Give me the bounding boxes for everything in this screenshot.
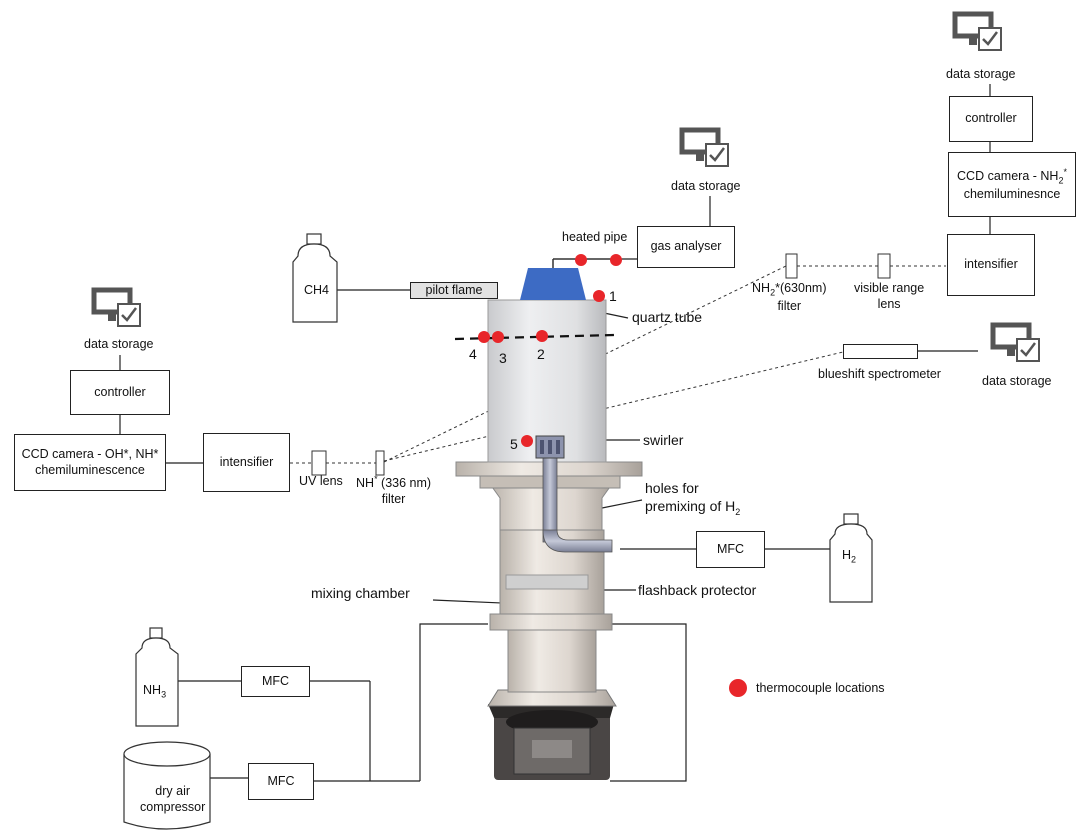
uv-lens [311, 450, 327, 476]
thermocouple-5 [521, 435, 533, 447]
ch4-label: CH4 [304, 283, 330, 297]
ccd-oh-line2: chemiluminescence [35, 462, 145, 477]
monitor-check-icon [952, 11, 1002, 51]
ccd-nh2-line2: chemiluminesnce [963, 186, 1061, 201]
intensifier-box-right: intensifier [947, 234, 1035, 296]
controller-box-right: controller [949, 96, 1033, 142]
data-storage-label-gas: data storage [671, 179, 741, 193]
tc-number-2: 2 [537, 346, 545, 362]
ch4-cylinder [292, 233, 338, 323]
monitor-check-icon [990, 322, 1040, 362]
gas-analyser-box: gas analyser [637, 226, 735, 268]
mfc-h2-box: MFC [696, 531, 765, 568]
mixing-chamber-label: mixing chamber [311, 585, 410, 601]
ccd-camera-oh-box: CCD camera - OH*, NH* chemiluminescence [14, 434, 166, 491]
nh-filter-label: NH* (336 nm) filter [356, 474, 432, 506]
optical-paths [290, 265, 946, 464]
thermocouple-4 [478, 331, 490, 343]
heated-pipe-thermocouple [610, 254, 622, 266]
thermocouple-legend-label: thermocouple locations [756, 681, 885, 695]
intensifier-box-left: intensifier [203, 433, 290, 492]
uv-lens-label: UV lens [299, 474, 343, 488]
mfc-nh3-box: MFC [241, 666, 310, 697]
mfc-air-box: MFC [248, 763, 314, 800]
ccd-nh2-line1: CCD camera - NH2* [957, 166, 1067, 186]
blueshift-spectrometer-box [843, 344, 918, 359]
monitor-check-icon [679, 127, 729, 167]
burner-assembly [455, 268, 643, 780]
controller-label: controller [965, 111, 1017, 126]
thermocouple-3 [492, 331, 504, 343]
nh3-cylinder [135, 627, 179, 727]
data-storage-label-spectrometer: data storage [982, 374, 1052, 388]
tc-number-1: 1 [609, 288, 617, 304]
thermocouple-1 [593, 290, 605, 302]
visible-range-lens [877, 253, 891, 279]
measurement-plane [454, 333, 616, 341]
quartz-tube-label: quartz tube [632, 309, 703, 325]
holes-premixing-label: holes for premixing of H2 [645, 480, 741, 517]
tc-number-3: 3 [499, 350, 507, 366]
thermocouple-2 [536, 330, 548, 342]
dry-air-compressor-label: dry air compressor [140, 784, 206, 814]
nh2-filter [785, 253, 798, 279]
data-storage-label-left: data storage [84, 337, 154, 351]
thermocouple-markers [478, 254, 747, 697]
flashback-protector-label: flashback protector [638, 582, 757, 598]
nh-filter [375, 450, 385, 476]
heated-pipe-thermocouple [575, 254, 587, 266]
blueshift-spectrometer-label: blueshift spectrometer [818, 367, 941, 381]
visible-range-lens-label: visible range lens [854, 281, 925, 311]
heated-pipe-label: heated pipe [562, 230, 628, 244]
ccd-oh-line1: CCD camera - OH*, NH* [21, 446, 159, 461]
swirler-label: swirler [643, 432, 684, 448]
pilot-flame-box: pilot flame [410, 282, 498, 299]
h2-cylinder [829, 513, 873, 603]
dry-air-compressor [123, 741, 211, 830]
nh2-filter-label: NH2*(630nm) filter [752, 281, 827, 313]
controller-box-left: controller [70, 370, 170, 415]
tc-number-5: 5 [510, 436, 518, 452]
data-storage-label-top-right: data storage [946, 67, 1016, 81]
tc-number-4: 4 [469, 346, 477, 362]
legend-thermocouple-dot [729, 679, 747, 697]
monitor-check-icon [91, 287, 141, 327]
nh3-label: NH3 [143, 683, 167, 700]
h2-label: H2 [842, 548, 857, 565]
ccd-camera-nh2-box: CCD camera - NH2* chemiluminesnce [948, 152, 1076, 217]
